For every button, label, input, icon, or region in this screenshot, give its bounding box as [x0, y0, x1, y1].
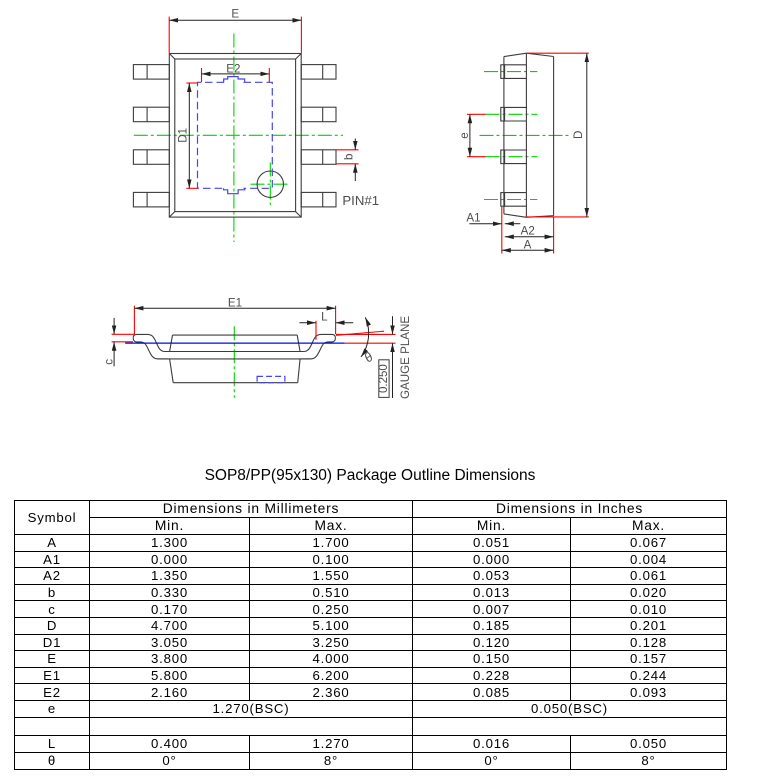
svg-text:E1: E1 [228, 297, 242, 310]
svg-text:A: A [524, 238, 532, 251]
svg-text:D: D [572, 131, 585, 139]
svg-text:D1: D1 [177, 128, 190, 143]
svg-text:GAUGE PLANE: GAUGE PLANE [399, 316, 412, 399]
svg-text:A1: A1 [466, 211, 480, 224]
svg-text:e: e [458, 132, 471, 138]
svg-text:PIN#1: PIN#1 [342, 193, 379, 208]
svg-text:c: c [102, 359, 115, 365]
svg-text:0.250: 0.250 [378, 364, 390, 393]
svg-text:b: b [342, 154, 355, 160]
svg-text:A2: A2 [521, 225, 535, 238]
svg-text:E2: E2 [226, 63, 240, 76]
svg-text:θ: θ [361, 349, 376, 365]
svg-text:E: E [231, 7, 239, 20]
svg-text:L: L [321, 310, 328, 323]
